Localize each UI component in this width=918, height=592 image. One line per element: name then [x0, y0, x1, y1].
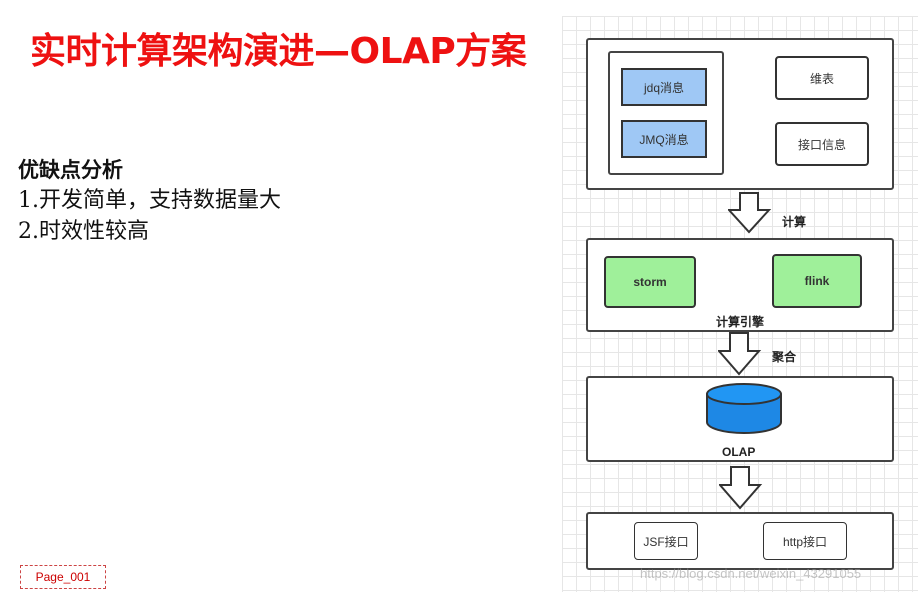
jdq-message-node: jdq消息	[621, 68, 707, 106]
database-icon	[706, 383, 782, 434]
flink-node: flink	[772, 254, 862, 308]
compute-arrow-label: 计算	[782, 215, 807, 229]
analysis-heading: 优缺点分析	[18, 157, 123, 182]
watermark: https://blog.csdn.net/weixin_43291055	[640, 566, 862, 581]
aggregate-arrow-label: 聚合	[772, 350, 797, 364]
jsf-interface-node: JSF接口	[634, 522, 698, 560]
output-arrow-icon	[719, 466, 763, 510]
analysis-section: 优缺点分析 1.开发简单，支持数据量大 2.时效性较高	[18, 154, 281, 247]
slide-title: 实时计算架构演进—OLAP方案	[30, 31, 527, 72]
compute-engine-label: 计算引擎	[716, 315, 765, 329]
http-interface-node: http接口	[763, 522, 847, 560]
page-label: Page_001	[20, 565, 106, 589]
output-layer	[586, 512, 894, 570]
storm-node: storm	[604, 256, 696, 308]
analysis-point: 1.开发简单，支持数据量大	[18, 188, 281, 213]
aggregate-arrow-icon	[718, 332, 762, 376]
dimension-table-node: 维表	[775, 56, 869, 100]
jmq-message-node: JMQ消息	[621, 120, 707, 158]
olap-label: OLAP	[722, 445, 756, 459]
compute-arrow-icon	[728, 192, 772, 234]
analysis-point: 2.时效性较高	[18, 219, 149, 244]
interface-info-node: 接口信息	[775, 122, 869, 166]
architecture-diagram: jdq消息 JMQ消息 维表 接口信息 计算 storm flink 计算引擎 …	[562, 16, 918, 592]
